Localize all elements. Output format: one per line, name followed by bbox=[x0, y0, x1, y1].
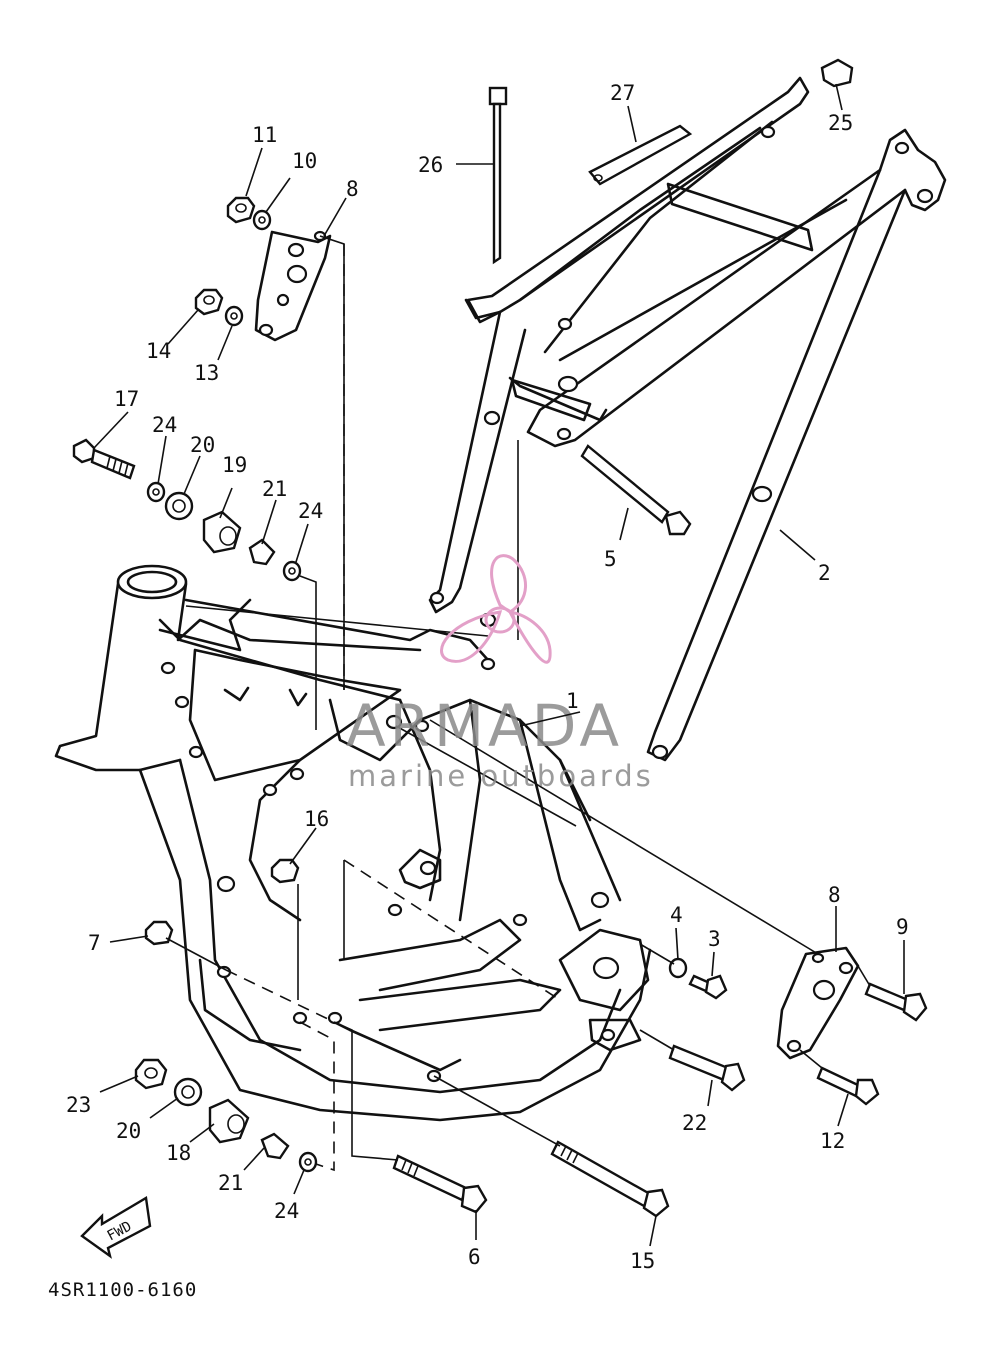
armada-propeller-logo-icon bbox=[440, 554, 552, 664]
callout-22: 22 bbox=[682, 1111, 707, 1135]
callout-26: 26 bbox=[418, 153, 443, 177]
callout-25: 25 bbox=[828, 111, 853, 135]
callout-21-lower: 21 bbox=[218, 1171, 243, 1195]
callout-5: 5 bbox=[604, 547, 617, 571]
forward-arrow-icon: FWD bbox=[80, 1196, 152, 1259]
small-hardware-parts bbox=[72, 58, 928, 1218]
callout-24-middle: 24 bbox=[298, 499, 323, 523]
callout-7: 7 bbox=[88, 931, 101, 955]
callout-18: 18 bbox=[166, 1141, 191, 1165]
callout-24-lower: 24 bbox=[274, 1199, 299, 1223]
part-code: 4SR1100-6160 bbox=[48, 1279, 197, 1301]
callout-9: 9 bbox=[896, 915, 909, 939]
watermark-tagline: marine outboards bbox=[348, 759, 654, 793]
callout-21-upper: 21 bbox=[262, 477, 287, 501]
callout-19: 19 bbox=[222, 453, 247, 477]
callout-16: 16 bbox=[304, 807, 329, 831]
callout-13: 13 bbox=[194, 361, 219, 385]
rear-subframe-part bbox=[428, 76, 947, 762]
callout-14: 14 bbox=[146, 339, 171, 363]
callout-labels: 1 2 3 4 5 6 7 8 8 9 10 11 12 13 14 15 16… bbox=[66, 81, 909, 1273]
callout-24-upper: 24 bbox=[152, 413, 177, 437]
callout-2: 2 bbox=[818, 561, 831, 585]
callout-10: 10 bbox=[292, 149, 317, 173]
callout-23: 23 bbox=[66, 1093, 91, 1117]
callout-8-lower: 8 bbox=[828, 883, 841, 907]
assembly-guide-lines bbox=[165, 235, 871, 1172]
callout-20-upper: 20 bbox=[190, 433, 215, 457]
main-frame-part bbox=[54, 564, 652, 1122]
engine-bracket-upper bbox=[254, 230, 332, 342]
callout-1: 1 bbox=[566, 689, 579, 713]
callout-8-upper: 8 bbox=[346, 177, 359, 201]
callout-4: 4 bbox=[670, 903, 683, 927]
callout-27: 27 bbox=[610, 81, 635, 105]
engine-bracket-lower bbox=[776, 946, 860, 1060]
callout-11: 11 bbox=[252, 123, 277, 147]
callout-6: 6 bbox=[468, 1245, 481, 1269]
callout-15: 15 bbox=[630, 1249, 655, 1273]
callout-12: 12 bbox=[820, 1129, 845, 1153]
watermark-brand: ARMADA bbox=[346, 692, 623, 760]
armada-watermark: ARMADA marine outboards bbox=[346, 554, 654, 793]
callout-leader-lines bbox=[93, 83, 905, 1247]
callout-17: 17 bbox=[114, 387, 139, 411]
callout-20-lower: 20 bbox=[116, 1119, 141, 1143]
callout-3: 3 bbox=[708, 927, 721, 951]
